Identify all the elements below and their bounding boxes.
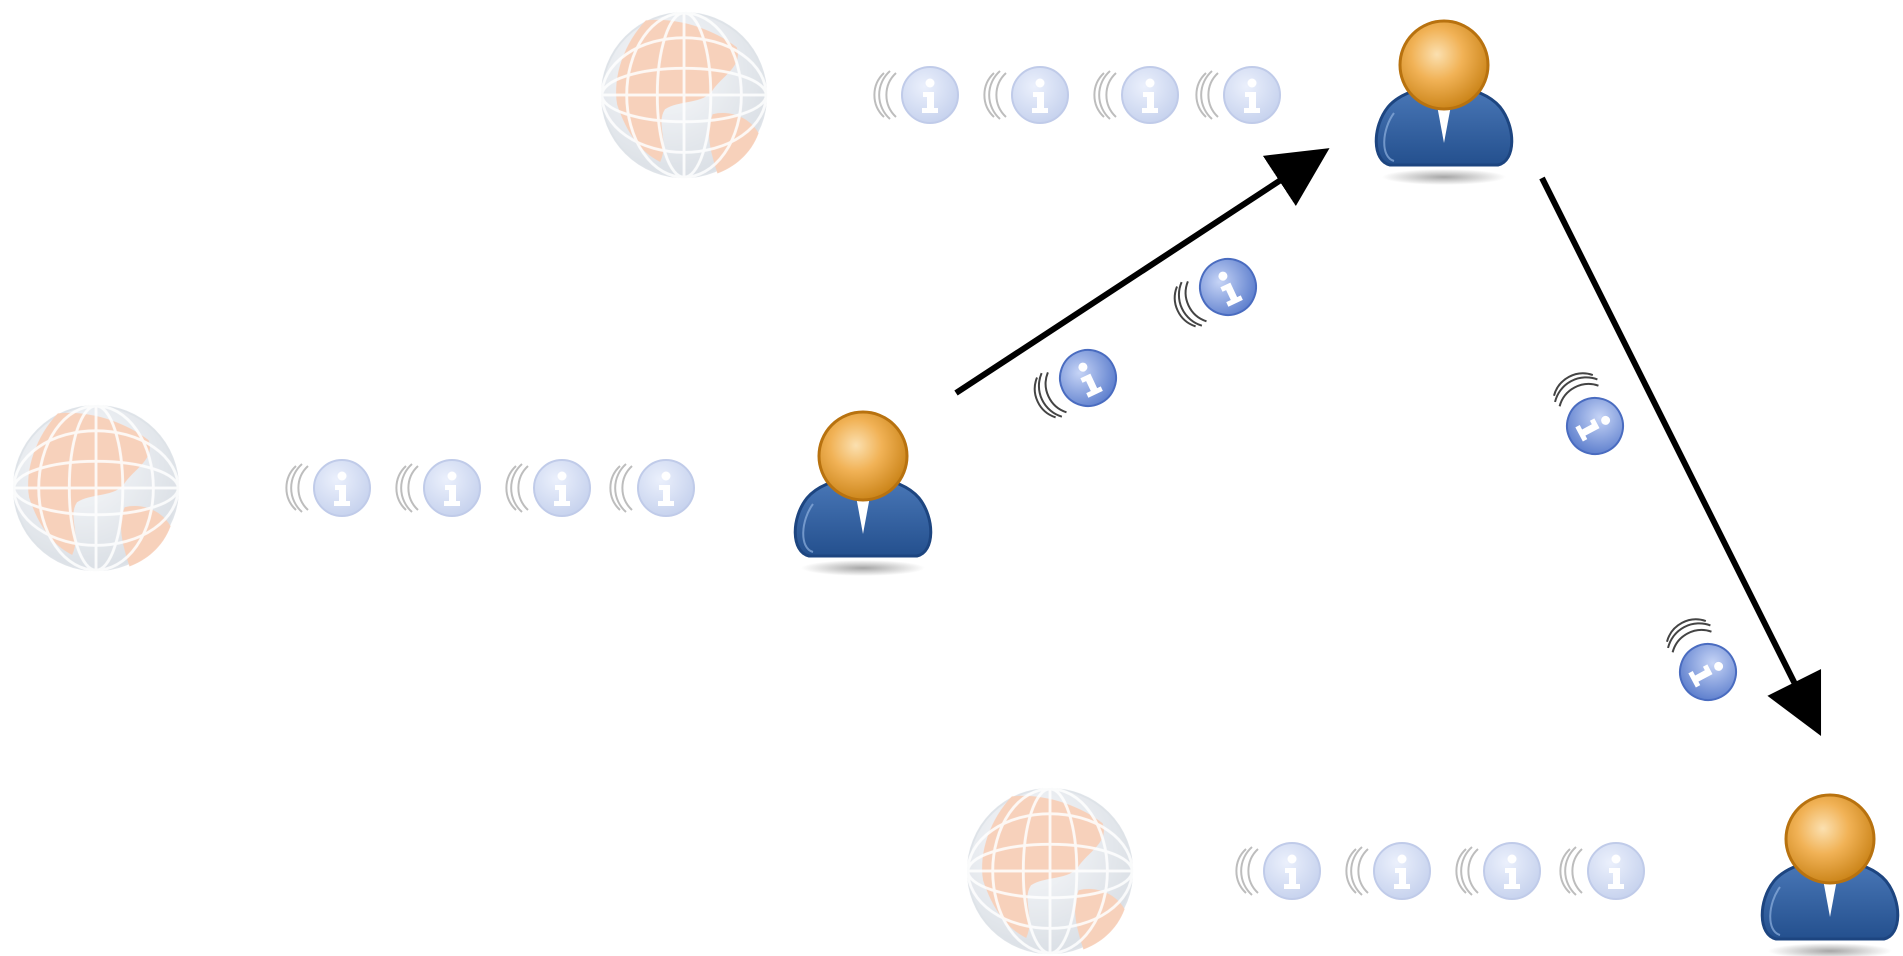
info-icon [1093, 66, 1179, 124]
info-icon [1345, 842, 1431, 900]
info-icon [1235, 842, 1321, 900]
person-icon [1374, 19, 1514, 187]
active-info-layer [1024, 248, 1747, 711]
info-icon [1024, 339, 1127, 428]
person-layer [793, 19, 1900, 956]
info-icon [1543, 362, 1634, 465]
info-icon [1656, 608, 1747, 711]
arrow-top-to-bottom-right [1539, 176, 1822, 737]
arrow-center-to-top [954, 148, 1330, 396]
info-icon [1164, 248, 1267, 337]
info-icon [395, 459, 481, 517]
edge-layer [954, 148, 1822, 737]
info-icon [285, 459, 371, 517]
info-icon [505, 459, 591, 517]
globe-icon [966, 787, 1134, 955]
info-icon [1455, 842, 1541, 900]
info-icon [1195, 66, 1281, 124]
info-icon [873, 66, 959, 124]
info-icon [1559, 842, 1645, 900]
info-icon [983, 66, 1069, 124]
globe-icon [600, 11, 768, 179]
person-icon [793, 410, 933, 578]
info-icon [609, 459, 695, 517]
globe-icon [12, 404, 180, 572]
faded-info-rows [285, 66, 1645, 900]
person-icon [1760, 793, 1900, 956]
